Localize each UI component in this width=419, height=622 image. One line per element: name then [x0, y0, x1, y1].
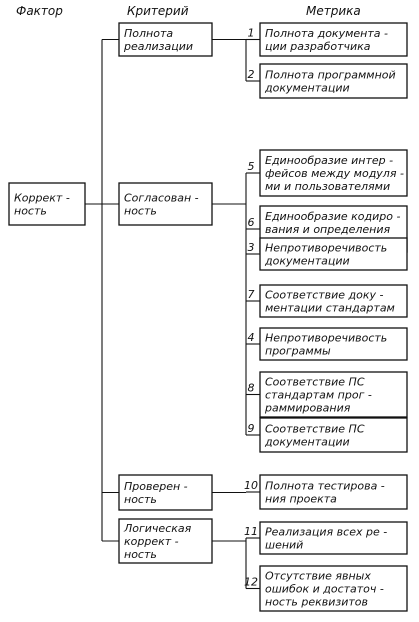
metric-box [259, 149, 408, 197]
header-factor: Фактор [16, 4, 63, 18]
factor-box-group: Коррект -ность [8, 182, 86, 226]
metric-box [259, 284, 408, 318]
metric-label: программы [265, 345, 331, 358]
metric-label: Единообразие интер - [265, 154, 393, 167]
metric-number: 12 [244, 576, 258, 589]
criterion-label: ность [124, 493, 157, 506]
metric-number: 1 [248, 27, 255, 40]
metric-group: 11 Реализация всех ре -шений [244, 521, 408, 555]
metric-number: 8 [248, 382, 255, 395]
metric-number: 6 [248, 216, 255, 229]
metric-box [259, 474, 408, 510]
metric-number: 7 [248, 288, 255, 301]
metric-label: документации [264, 436, 350, 449]
metric-number: 3 [248, 241, 255, 254]
metric-box [259, 521, 408, 555]
metric-group: 10 Полнота тестирова -ния проекта [244, 474, 408, 510]
header-metric: Метрика [306, 4, 361, 18]
criterion-label: Согласован - [124, 192, 199, 205]
criterion-label: Проверен - [124, 480, 188, 493]
metric-label: Полнота тестирова - [265, 480, 385, 493]
metric-label: шений [265, 539, 303, 552]
metric-number: 5 [248, 160, 255, 173]
metric-group: 1 Полнота документа -ции разработчика [248, 22, 408, 57]
criterion-group: Согласован -ность [118, 182, 213, 226]
metric-label: ции разработчика [265, 40, 371, 53]
metric-label: ми и пользователями [265, 180, 390, 193]
factor-label: ность [14, 205, 47, 218]
metric-label: ния проекта [265, 493, 337, 506]
criterion-label: коррект - [124, 535, 179, 548]
criterion-label: ность [124, 548, 157, 561]
criterion-box [118, 474, 213, 511]
metric-box [259, 237, 408, 271]
metric-label: ность реквизитов [265, 596, 368, 609]
metric-number: 4 [248, 331, 255, 344]
metric-group: 7 Соответствие доку -ментации стандартам [248, 284, 408, 318]
metric-label: Реализация всех ре - [265, 526, 387, 539]
metric-label: фейсов между модуля - [265, 167, 404, 180]
metric-label: Соответствие доку - [265, 289, 384, 302]
criterion-label: реализации [123, 40, 193, 53]
metric-label: ментации стандартам [265, 302, 395, 315]
metric-box [259, 22, 408, 57]
metric-number: 11 [244, 525, 258, 538]
metric-label: Полнота программной [265, 69, 396, 82]
metric-label: Непротиворечивость [265, 332, 387, 345]
criterion-box [118, 182, 213, 226]
metric-label: стандартам прог - [265, 389, 372, 402]
metric-label: ошибок и достаточ - [265, 583, 384, 596]
metric-label: Соответствие ПС [265, 423, 365, 436]
metric-label: Непротиворечивость [265, 242, 387, 255]
metric-box [259, 565, 408, 612]
criterion-label: ность [124, 205, 157, 218]
metric-group: 5 Единообразие интер -фейсов между модуля… [248, 149, 408, 197]
header-criterion: Критерий [127, 4, 189, 18]
metric-box [259, 371, 408, 418]
metric-label: документации [264, 82, 350, 95]
metric-label: раммирования [264, 402, 351, 415]
metric-number: 2 [248, 68, 255, 81]
metric-label: Полнота документа - [265, 27, 388, 40]
factor-label: Коррект - [14, 192, 70, 205]
factor-box [8, 182, 86, 226]
metric-box [259, 63, 408, 99]
connector-lines [85, 38, 260, 590]
metric-box [259, 327, 408, 361]
metric-label: Соответствие ПС [265, 376, 365, 389]
criterion-box [118, 22, 213, 57]
criterion-box [118, 518, 213, 564]
criterion-label: Логическая [123, 522, 192, 535]
metric-box [259, 417, 408, 453]
metric-number: 10 [244, 479, 258, 492]
criterion-label: Полнота [124, 27, 173, 40]
metric-label: документации [264, 255, 350, 268]
metric-label: Отсутствие явных [265, 570, 371, 583]
metric-number: 9 [248, 422, 255, 435]
metric-label: Единообразие кодиро - [265, 210, 400, 223]
criterion-group: Проверен -ность [118, 474, 213, 511]
metric-label: вания и определения [265, 223, 391, 236]
